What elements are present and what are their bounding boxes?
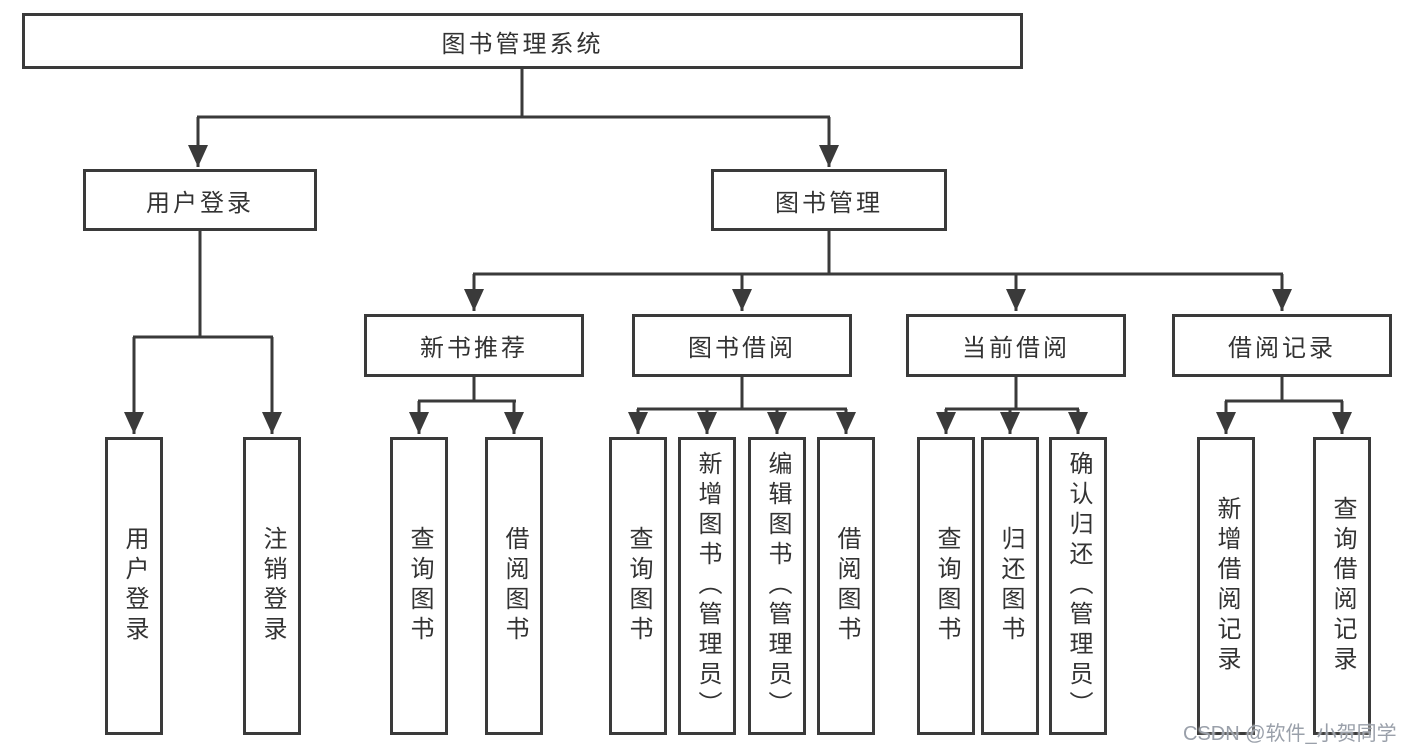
node-leaf-confirm-return-admin: 确认归还（管理员）	[1049, 437, 1107, 735]
node-leaf-query-books-3: 查询图书	[917, 437, 975, 735]
edge-book-management-to-level3	[464, 231, 1292, 311]
node-leaf-return-books: 归还图书	[981, 437, 1039, 735]
node-leaf-query-books-1-label: 查询图书	[406, 526, 433, 646]
edge-new-book-recommendation-to-leaves	[409, 377, 524, 434]
node-leaf-query-books-1: 查询图书	[390, 437, 448, 735]
node-new-book-recommendation-label: 新书推荐	[420, 335, 528, 362]
edge-user-login-to-leaves	[124, 231, 282, 434]
node-leaf-edit-books-admin-label: 编辑图书（管理员）	[764, 451, 791, 721]
node-leaf-borrow-books-2: 借阅图书	[817, 437, 875, 735]
node-book-management-label: 图书管理	[775, 189, 883, 217]
node-leaf-logout-label: 注销登录	[259, 526, 286, 646]
node-leaf-confirm-return-admin-label: 确认归还（管理员）	[1065, 451, 1092, 721]
node-leaf-user-login-label: 用户登录	[121, 526, 148, 646]
node-leaf-return-books-label: 归还图书	[997, 526, 1024, 646]
watermark-text: CSDN @软件_小贺同学	[1183, 723, 1397, 745]
edge-book-borrowing-to-leaves	[628, 377, 856, 434]
node-library-system: 图书管理系统	[22, 13, 1023, 69]
node-borrowing-records: 借阅记录	[1172, 314, 1392, 377]
node-leaf-borrow-books-1: 借阅图书	[485, 437, 543, 735]
node-leaf-user-login: 用户登录	[105, 437, 163, 735]
node-user-login: 用户登录	[83, 169, 317, 231]
node-book-borrowing: 图书借阅	[632, 314, 852, 377]
node-leaf-query-books-2-label: 查询图书	[625, 526, 652, 646]
node-leaf-query-borrow-record: 查询借阅记录	[1313, 437, 1371, 735]
node-leaf-add-borrow-record: 新增借阅记录	[1197, 437, 1255, 735]
edge-system-to-level2	[188, 69, 839, 167]
node-leaf-edit-books-admin: 编辑图书（管理员）	[748, 437, 806, 735]
node-book-borrowing-label: 图书借阅	[688, 335, 796, 362]
node-current-borrowing: 当前借阅	[906, 314, 1126, 377]
node-leaf-query-books-3-label: 查询图书	[933, 526, 960, 646]
node-current-borrowing-label: 当前借阅	[962, 335, 1070, 362]
node-user-login-label: 用户登录	[146, 189, 254, 217]
node-leaf-logout: 注销登录	[243, 437, 301, 735]
node-leaf-query-books-2: 查询图书	[609, 437, 667, 735]
edge-current-borrowing-to-leaves	[936, 377, 1088, 434]
node-leaf-add-books-admin: 新增图书（管理员）	[678, 437, 736, 735]
node-book-management: 图书管理	[711, 169, 947, 231]
node-leaf-add-borrow-record-label: 新增借阅记录	[1213, 496, 1240, 676]
node-leaf-borrow-books-2-label: 借阅图书	[833, 526, 860, 646]
node-leaf-query-borrow-record-label: 查询借阅记录	[1329, 496, 1356, 676]
node-leaf-add-books-admin-label: 新增图书（管理员）	[694, 451, 721, 721]
edge-borrowing-records-to-leaves	[1216, 377, 1352, 434]
node-leaf-borrow-books-1-label: 借阅图书	[501, 526, 528, 646]
node-library-system-label: 图书管理系统	[441, 30, 604, 58]
node-new-book-recommendation: 新书推荐	[364, 314, 584, 377]
node-borrowing-records-label: 借阅记录	[1228, 335, 1336, 362]
